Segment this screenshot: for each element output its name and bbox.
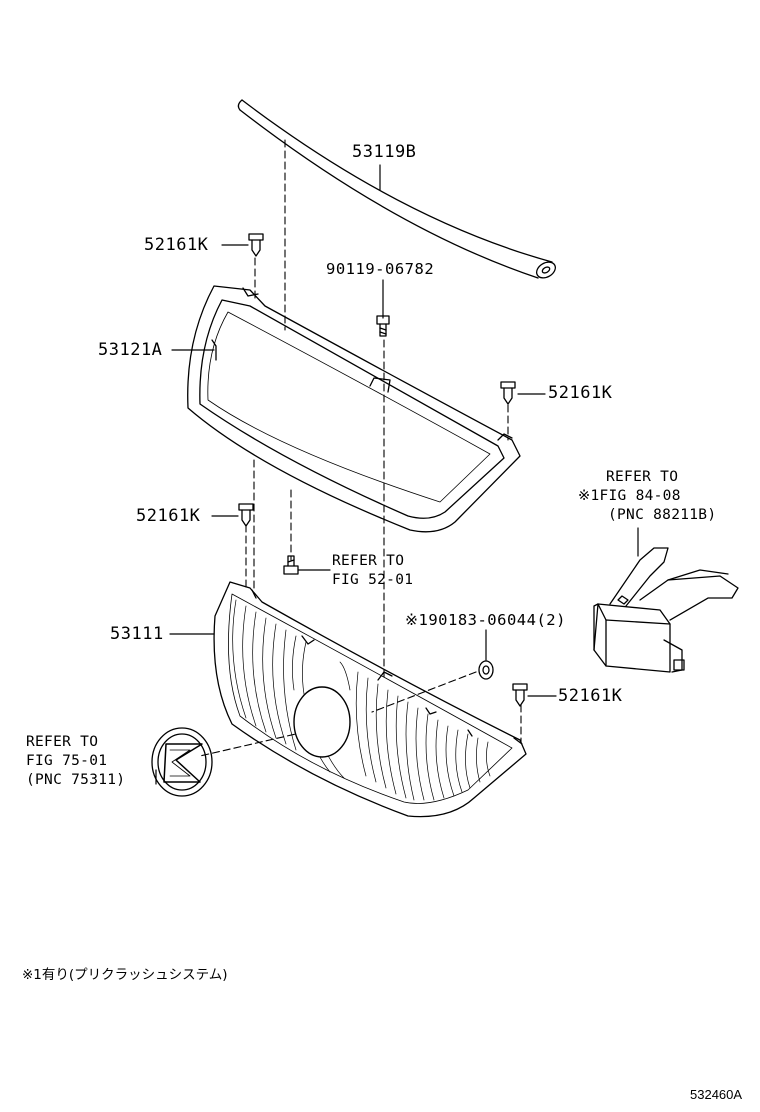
figure-id: 532460A <box>690 1087 743 1102</box>
reference-fig-84-08-line2: ※1FIG 84-08 <box>578 488 681 504</box>
frame-53121a <box>187 285 521 533</box>
part-label-53121a: 53121A <box>98 340 163 360</box>
screw-90119-06782 <box>376 315 390 337</box>
nut-90183-06044 <box>478 660 494 680</box>
part-label-53119b: 53119B <box>352 142 417 162</box>
part-label-52161k-d: 52161K <box>558 686 623 706</box>
reference-fig-75-01-line3: (PNC 75311) <box>26 772 126 788</box>
clip-52161k-d <box>512 683 528 707</box>
reference-fig-75-01-line1: REFER TO <box>26 734 99 750</box>
reference-fig-75-01-line2: FIG 75-01 <box>26 753 108 769</box>
emblem-75311 <box>151 727 213 797</box>
clip-52161k-b <box>500 381 516 405</box>
footnote: ※1有り(プリクラッシュシステム) <box>22 967 228 983</box>
reference-fig-84-08-line3: (PNC 88211B) <box>608 507 717 523</box>
clip-52161k-c <box>238 503 254 527</box>
reference-fig-52-01-line2: FIG 52-01 <box>332 572 414 588</box>
part-label-53111: 53111 <box>110 624 164 644</box>
part-label-52161k-a: 52161K <box>144 235 209 255</box>
assembly-dashed-lines <box>199 139 522 757</box>
bolt-fig-52-01 <box>283 555 299 575</box>
leader-lines <box>155 164 639 785</box>
molding-53119b <box>237 99 556 279</box>
reference-fig-84-08-line1: REFER TO <box>606 469 679 485</box>
sensor-bracket-88211b <box>593 547 739 673</box>
part-label-52161k-b: 52161K <box>548 383 613 403</box>
part-label-52161k-c: 52161K <box>136 506 201 526</box>
reference-fig-52-01-line1: REFER TO <box>332 553 405 569</box>
clip-52161k-a <box>248 233 264 257</box>
part-label-90119-06782: 90119-06782 <box>326 260 435 278</box>
grille-slats <box>232 599 491 801</box>
part-label-90183-06044: ※190183-06044(2) <box>405 611 566 629</box>
grille-53111 <box>213 581 527 818</box>
